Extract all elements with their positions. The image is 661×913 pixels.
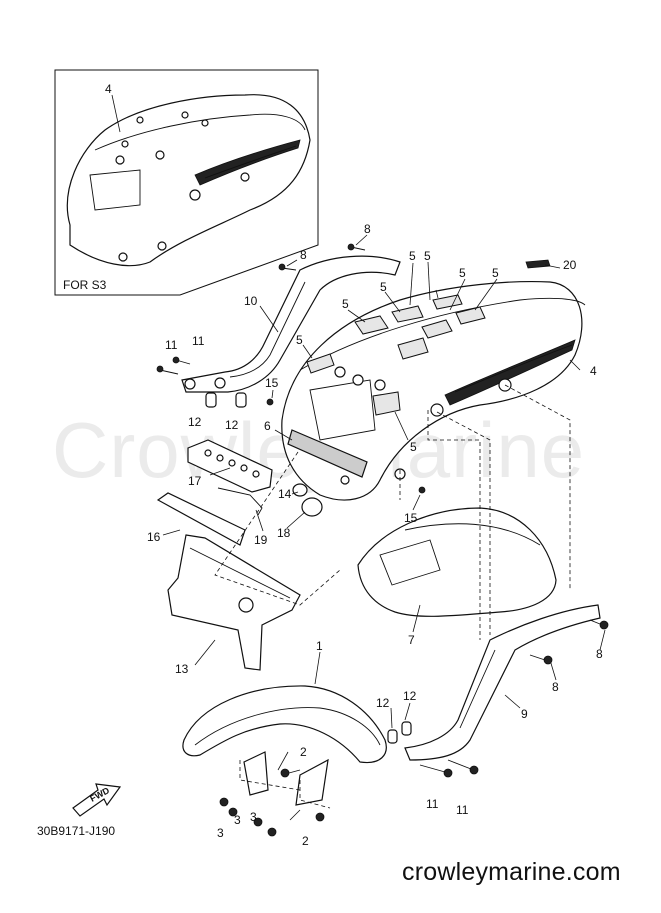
grab-bar <box>181 255 401 393</box>
callout-3: 3 <box>234 813 241 827</box>
callout-5: 5 <box>342 297 349 311</box>
callout-8: 8 <box>552 680 559 694</box>
callout-11: 11 <box>426 797 439 811</box>
front-fender <box>182 685 387 806</box>
callout-11: 11 <box>456 803 469 817</box>
inner-fender <box>357 507 557 617</box>
callout-15: 15 <box>404 511 418 525</box>
inset-box: 4 FOR S3 <box>54 69 319 296</box>
callout-12: 12 <box>225 418 239 432</box>
callout-11: 11 <box>192 334 205 348</box>
callout-4: 4 <box>590 364 597 378</box>
callout-12: 12 <box>376 696 390 710</box>
inset-label: 4 <box>105 82 112 96</box>
callout-11: 11 <box>165 338 178 352</box>
callout-15: 15 <box>265 376 279 390</box>
callout-5: 5 <box>380 280 387 294</box>
callout-5: 5 <box>409 249 416 263</box>
callout-17: 17 <box>188 474 202 488</box>
callout-5: 5 <box>459 266 466 280</box>
callout-3: 3 <box>250 810 257 824</box>
hardware-upper <box>156 243 426 494</box>
callout-18: 18 <box>277 526 291 540</box>
callout-8: 8 <box>300 248 307 262</box>
callout-12: 12 <box>188 415 202 429</box>
callout-8: 8 <box>364 222 371 236</box>
site-url[interactable]: crowleymarine.com <box>402 858 621 886</box>
inset-note: FOR S3 <box>63 278 107 292</box>
side-bracket <box>387 604 601 761</box>
callout-6: 6 <box>264 419 271 433</box>
light-bracket-group <box>156 429 368 546</box>
callout-13: 13 <box>175 662 189 676</box>
alignment-lines <box>214 384 571 640</box>
callout-labels: 8 8 5 5 5 5 5 5 5 20 10 11 11 15 4 12 12… <box>147 222 603 848</box>
callout-16: 16 <box>147 530 161 544</box>
license-bracket <box>167 534 301 671</box>
callout-10: 10 <box>244 294 258 308</box>
callout-14: 14 <box>278 487 292 501</box>
callout-2: 2 <box>302 834 309 848</box>
diagram-code: 30B9171-J190 <box>37 824 116 838</box>
stickers <box>306 259 551 416</box>
callout-20: 20 <box>563 258 577 272</box>
callout-19: 19 <box>254 533 268 547</box>
rear-fender <box>281 280 586 501</box>
callout-1: 1 <box>316 639 323 653</box>
fasteners-lower <box>219 619 609 837</box>
callout-5: 5 <box>296 333 303 347</box>
callout-2: 2 <box>300 745 307 759</box>
callout-5: 5 <box>410 440 417 454</box>
callout-5: 5 <box>492 266 499 280</box>
callout-3: 3 <box>217 826 224 840</box>
leader-lines <box>162 234 606 821</box>
callout-7: 7 <box>408 633 415 647</box>
callout-12: 12 <box>403 689 417 703</box>
callout-5: 5 <box>424 249 431 263</box>
callout-8: 8 <box>596 647 603 661</box>
callout-9: 9 <box>521 707 528 721</box>
fwd-arrow-icon: FWD <box>72 783 122 817</box>
